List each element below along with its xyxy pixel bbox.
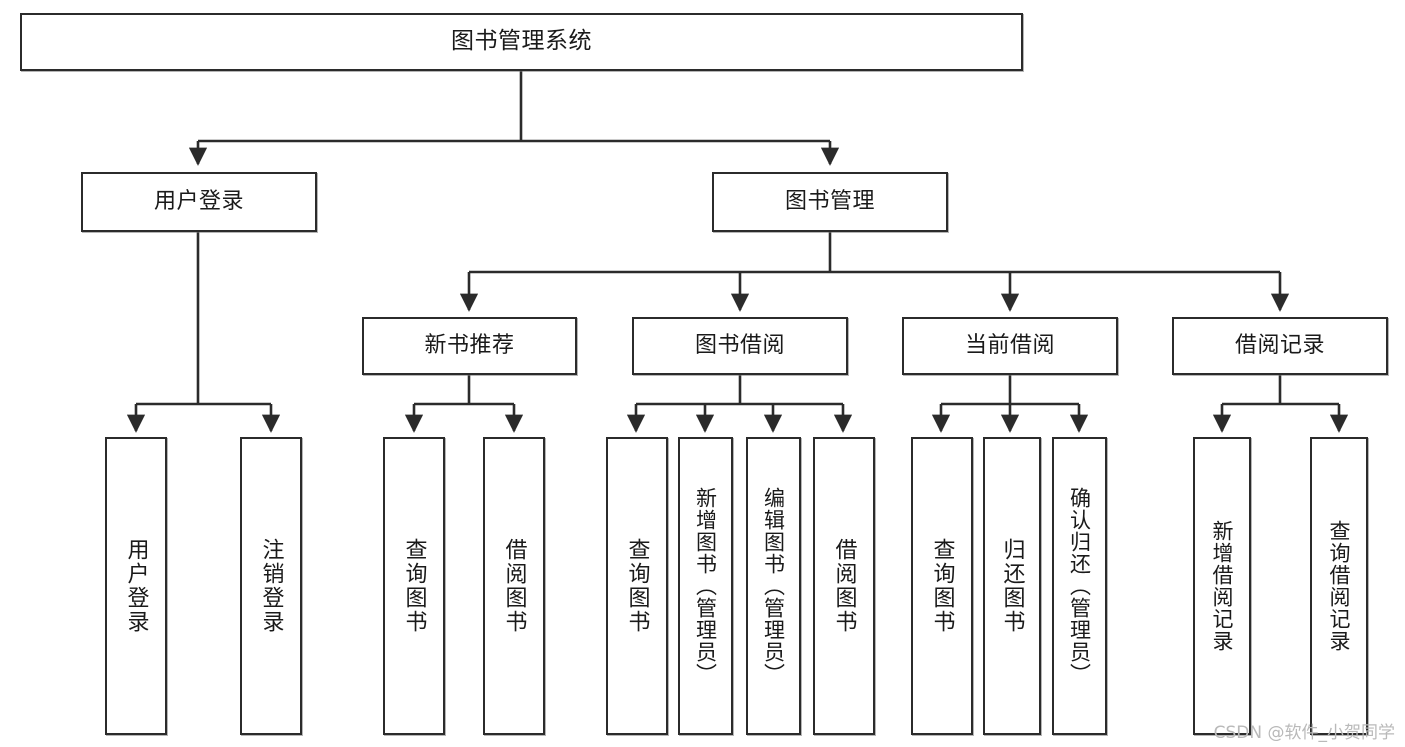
node-label: 当前借阅: [964, 333, 1055, 359]
leaf-query-book-new-recommendation[interactable]: 查询图书: [383, 437, 445, 735]
node-label: 确认归还（管理员）: [1067, 487, 1092, 685]
node-label: 图书借阅: [694, 333, 785, 359]
node-current-borrowing[interactable]: 当前借阅: [902, 317, 1118, 375]
node-label: 借阅记录: [1234, 333, 1325, 359]
leaf-borrow-book-borrowing[interactable]: 借阅图书: [813, 437, 875, 735]
leaf-add-borrowing-record[interactable]: 新增借阅记录: [1193, 437, 1251, 735]
node-label: 图书管理: [784, 189, 875, 215]
node-label: 查询图书: [929, 538, 955, 634]
node-borrowing-records[interactable]: 借阅记录: [1172, 317, 1388, 375]
node-label: 借阅图书: [501, 538, 527, 634]
node-book-borrowing[interactable]: 图书借阅: [632, 317, 848, 375]
node-label: 查询借阅记录: [1327, 520, 1352, 652]
node-label: 借阅图书: [831, 538, 857, 634]
node-label: 归还图书: [999, 538, 1025, 634]
node-label: 用户登录: [153, 189, 244, 215]
leaf-query-book-current[interactable]: 查询图书: [911, 437, 973, 735]
node-label: 新增图书（管理员）: [693, 487, 718, 685]
leaf-return-book[interactable]: 归还图书: [983, 437, 1041, 735]
node-new-book-recommendation[interactable]: 新书推荐: [362, 317, 577, 375]
node-label: 新书推荐: [424, 333, 515, 359]
node-label: 新增借阅记录: [1210, 520, 1235, 652]
leaf-confirm-return-admin[interactable]: 确认归还（管理员）: [1052, 437, 1107, 735]
node-user-login[interactable]: 用户登录: [81, 172, 317, 232]
leaf-user-login[interactable]: 用户登录: [105, 437, 167, 735]
node-label: 用户登录: [123, 538, 149, 634]
node-label: 查询图书: [624, 538, 650, 634]
leaf-query-book-borrowing[interactable]: 查询图书: [606, 437, 668, 735]
node-label: 编辑图书（管理员）: [761, 487, 786, 685]
leaf-edit-book-admin[interactable]: 编辑图书（管理员）: [746, 437, 801, 735]
node-book-management[interactable]: 图书管理: [712, 172, 948, 232]
leaf-query-borrowing-record[interactable]: 查询借阅记录: [1310, 437, 1368, 735]
leaf-add-book-admin[interactable]: 新增图书（管理员）: [678, 437, 733, 735]
leaf-borrow-book-new-recommendation[interactable]: 借阅图书: [483, 437, 545, 735]
csdn-watermark: CSDN @软件_小贺同学: [1213, 723, 1395, 743]
node-label: 图书管理系统: [451, 28, 592, 55]
leaf-logout-login[interactable]: 注销登录: [240, 437, 302, 735]
node-label: 查询图书: [401, 538, 427, 634]
node-root-book-management-system[interactable]: 图书管理系统: [20, 13, 1023, 71]
node-label: 注销登录: [258, 538, 284, 634]
